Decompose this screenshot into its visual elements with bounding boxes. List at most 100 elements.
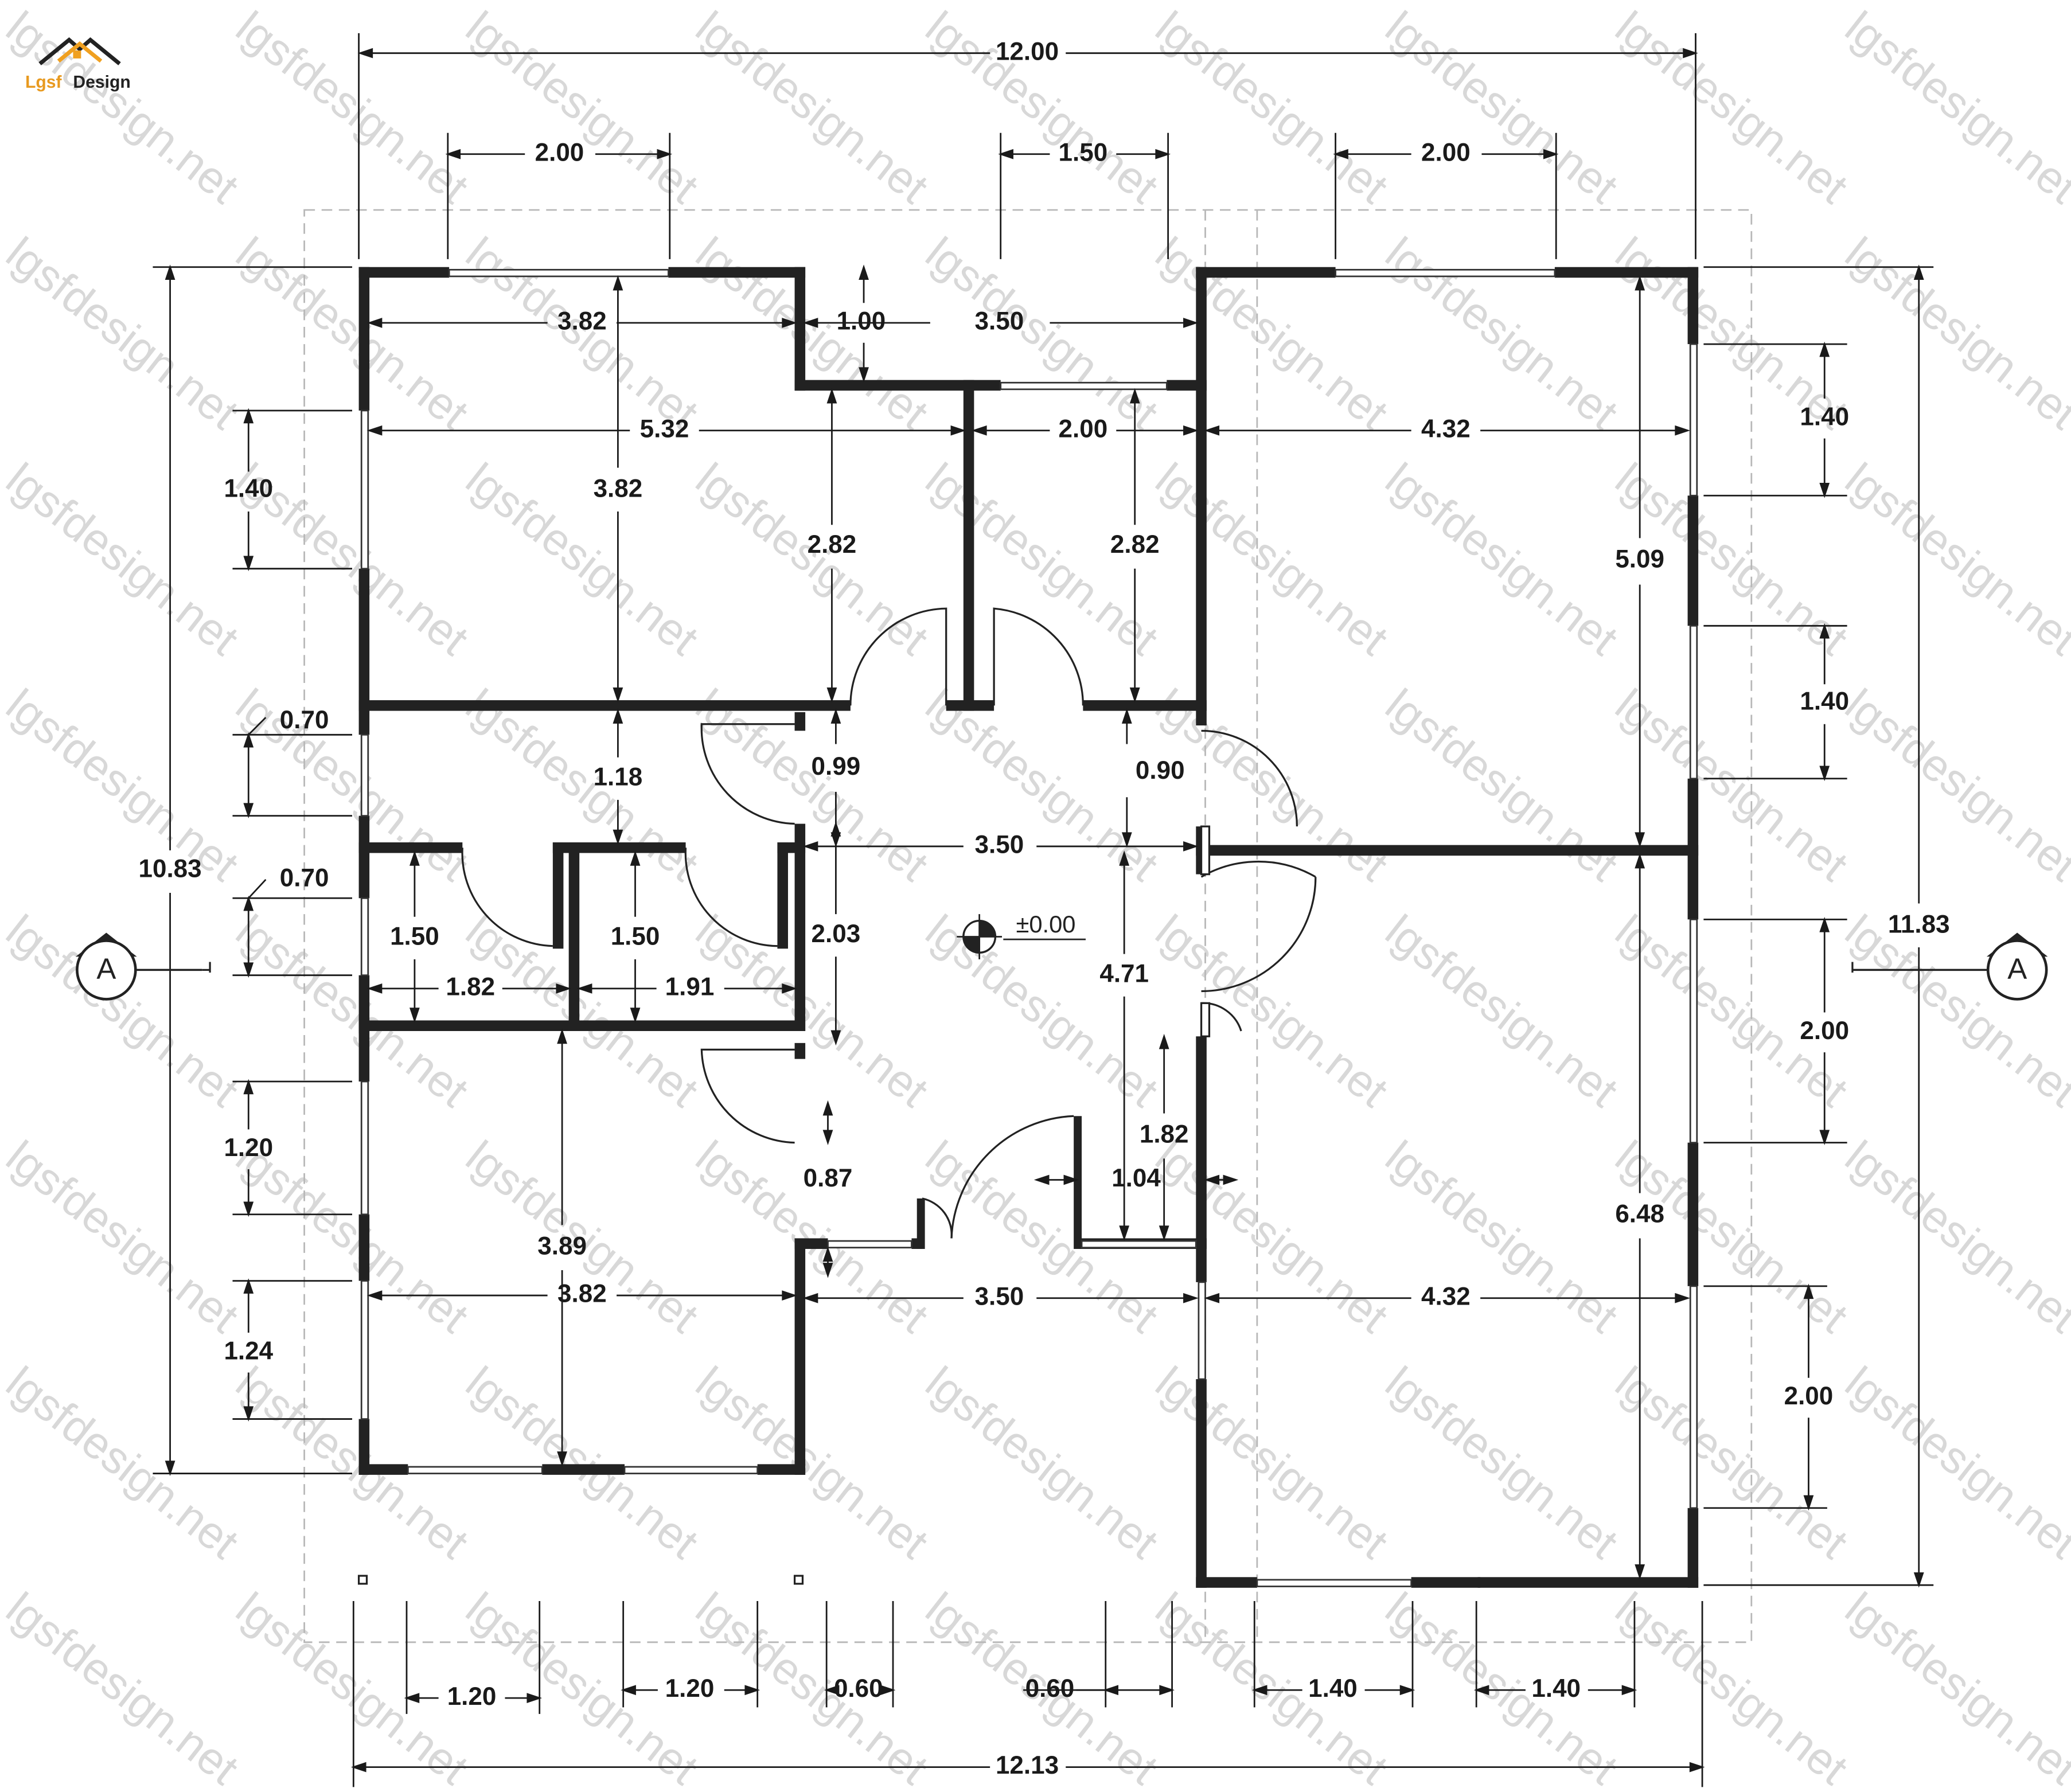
watermark-text: lgsfdesign.net bbox=[1836, 1357, 2071, 1568]
watermark-text: lgsfdesign.net bbox=[0, 454, 248, 665]
watermark-text: lgsfdesign.net bbox=[687, 1583, 937, 1792]
windows bbox=[360, 268, 1698, 1587]
watermark-text: lgsfdesign.net bbox=[1146, 228, 1397, 439]
watermark-text: lgsfdesign.net bbox=[687, 228, 937, 439]
dim-interior-6: 2.00 bbox=[1059, 415, 1108, 443]
watermark-text: lgsfdesign.net bbox=[1836, 905, 2071, 1117]
dim-interior-3: 3.50 bbox=[975, 307, 1024, 335]
section-marker-right: A bbox=[1852, 932, 2048, 1001]
watermark-text: lgsfdesign.net bbox=[0, 680, 248, 891]
dim-bottom-opening-5: 1.40 bbox=[1308, 1674, 1358, 1703]
watermark-text: lgsfdesign.net bbox=[1146, 2, 1397, 213]
dim-interior-1: 3.82 bbox=[557, 307, 607, 335]
dim-interior-9: 2.82 bbox=[1110, 530, 1160, 559]
watermark-text: lgsfdesign.net bbox=[227, 228, 478, 439]
dim-interior-22: 3.82 bbox=[557, 1280, 607, 1308]
dim-interior-14: 3.50 bbox=[975, 831, 1024, 859]
watermark-text: lgsfdesign.net bbox=[1376, 1131, 1627, 1342]
watermark-text: lgsfdesign.net bbox=[0, 1357, 248, 1568]
dim-interior-23: 0.87 bbox=[804, 1164, 853, 1192]
watermark-text: lgsfdesign.net bbox=[1836, 2, 2071, 213]
watermark-text: lgsfdesign.net bbox=[227, 1583, 478, 1792]
dim-interior-18: 1.82 bbox=[446, 973, 495, 1001]
dim-interior-10: 5.09 bbox=[1615, 545, 1664, 573]
dimension-labels: 12.00 12.13 10.83 11.83 2.00 1.50 2.00 1… bbox=[138, 37, 1949, 1779]
dim-bottom-opening-1: 1.20 bbox=[447, 1682, 497, 1711]
watermark-text: lgsfdesign.net bbox=[687, 1131, 937, 1342]
section-label-right: A bbox=[2007, 952, 2027, 985]
dim-bottom-opening-4: 0.60 bbox=[1025, 1674, 1075, 1703]
dim-interior-27: 3.50 bbox=[975, 1282, 1024, 1310]
section-marker-left: A bbox=[76, 932, 202, 1001]
dim-bottom-opening-3: 0.60 bbox=[834, 1674, 883, 1703]
dim-interior-5: 3.82 bbox=[594, 475, 643, 503]
watermark-text: lgsfdesign.net bbox=[1836, 454, 2071, 665]
logo-roof-icon bbox=[38, 37, 121, 65]
section-label-left: A bbox=[96, 952, 116, 985]
watermark-text: lgsfdesign.net bbox=[0, 1131, 248, 1342]
watermark-text: lgsfdesign.net bbox=[1836, 1131, 2071, 1342]
watermark-text: lgsfdesign.net bbox=[1836, 1583, 2071, 1792]
watermark-text: lgsfdesign.net bbox=[227, 2, 478, 213]
dim-overall-top: 12.00 bbox=[996, 37, 1059, 65]
dim-left-opening-4: 1.20 bbox=[224, 1134, 273, 1162]
watermark-text: lgsfdesign.net bbox=[1376, 680, 1627, 891]
elevation-label: ±0.00 bbox=[1016, 911, 1075, 938]
company-logo: Lgsf Design bbox=[25, 37, 131, 92]
watermark-text: lgsfdesign.net bbox=[1146, 905, 1397, 1117]
watermark-text: lgsfdesign.net bbox=[687, 1357, 937, 1568]
dim-right-opening-2: 1.40 bbox=[1800, 687, 1849, 715]
logo-text-design: Design bbox=[73, 73, 130, 92]
watermark-text: lgsfdesign.net bbox=[687, 2, 937, 213]
dim-top-opening-2: 1.50 bbox=[1059, 138, 1108, 166]
watermark-text: lgsfdesign.net bbox=[916, 454, 1167, 665]
watermark-text: lgsfdesign.net bbox=[916, 1131, 1167, 1342]
watermark-text: lgsfdesign.net bbox=[916, 2, 1167, 213]
watermark-text: lgsfdesign.net bbox=[1376, 1583, 1627, 1792]
watermark-text: lgsfdesign.net bbox=[1836, 228, 2071, 439]
logo-text-lgsf: Lgsf bbox=[25, 73, 63, 92]
watermark-text: lgsfdesign.net bbox=[1606, 1131, 1857, 1342]
dim-overall-right: 11.83 bbox=[1888, 911, 1950, 939]
watermark-text: lgsfdesign.net bbox=[0, 228, 248, 439]
dim-left-opening-3: 0.70 bbox=[280, 864, 329, 892]
watermark-text: lgsfdesign.net bbox=[1376, 1357, 1627, 1568]
watermark-text: lgsfdesign.net bbox=[0, 2, 248, 213]
dim-interior-26: 6.48 bbox=[1615, 1200, 1664, 1228]
watermark-text: lgsfdesign.net bbox=[457, 454, 708, 665]
dim-interior-25: 1.04 bbox=[1111, 1164, 1161, 1192]
dim-top-opening-1: 2.00 bbox=[535, 138, 584, 166]
watermark-text: lgsfdesign.net bbox=[1146, 1357, 1397, 1568]
watermark-text: lgsfdesign.net bbox=[1146, 454, 1397, 665]
dim-overall-bottom: 12.13 bbox=[996, 1751, 1059, 1779]
watermark-text: lgsfdesign.net bbox=[227, 1357, 478, 1568]
dim-interior-2: 1.00 bbox=[837, 307, 886, 335]
dim-left-opening-2: 0.70 bbox=[280, 706, 329, 734]
watermark-text: lgsfdesign.net bbox=[687, 454, 937, 665]
watermark-text: lgsfdesign.net bbox=[0, 1583, 248, 1792]
dim-right-opening-3: 2.00 bbox=[1800, 1017, 1849, 1045]
watermark-text: lgsfdesign.net bbox=[1606, 905, 1857, 1117]
watermark-text: lgsfdesign.net bbox=[1146, 1583, 1397, 1792]
watermark-text: lgsfdesign.net bbox=[0, 905, 248, 1117]
watermark-text: lgsfdesign.net bbox=[457, 1357, 708, 1568]
dim-interior-28: 4.32 bbox=[1421, 1282, 1471, 1310]
dim-right-opening-4: 2.00 bbox=[1784, 1382, 1834, 1410]
watermark-text: lgsfdesign.net bbox=[227, 905, 478, 1117]
watermark-text: lgsfdesign.net bbox=[916, 228, 1167, 439]
watermark-text: lgsfdesign.net bbox=[1376, 454, 1627, 665]
watermark-text: lgsfdesign.net bbox=[1836, 680, 2071, 891]
dim-interior-24: 1.82 bbox=[1140, 1121, 1189, 1149]
watermark-text: lgsfdesign.net bbox=[227, 1131, 478, 1342]
watermark-text: lgsfdesign.net bbox=[1146, 1131, 1397, 1342]
dim-interior-11: 1.18 bbox=[594, 763, 643, 791]
watermark-text: lgsfdesign.net bbox=[916, 680, 1167, 891]
dim-left-opening-1: 1.40 bbox=[224, 475, 273, 503]
watermark-text: lgsfdesign.net bbox=[457, 680, 708, 891]
dim-interior-15: 1.50 bbox=[390, 922, 439, 950]
dim-top-opening-3: 2.00 bbox=[1421, 138, 1471, 166]
dim-left-opening-5: 1.24 bbox=[224, 1337, 273, 1365]
door-swings bbox=[202, 607, 1854, 1585]
